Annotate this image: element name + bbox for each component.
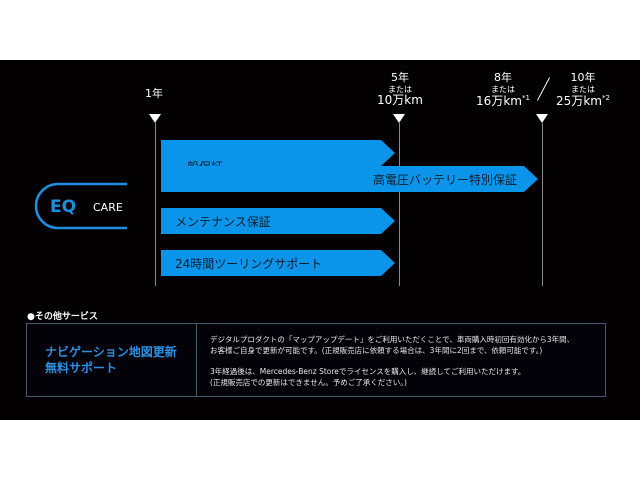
arrow-tip-icon	[524, 166, 538, 192]
bar-touring-support-label: 24時間ツーリングサポート	[175, 257, 323, 271]
arrow-tip-icon	[381, 208, 395, 234]
bar-maintenance-warranty: メンテナンス保証	[161, 208, 395, 234]
svg-text:EQ: EQ	[50, 197, 76, 217]
marker-1y-line	[155, 123, 156, 286]
nav-map-update-service: ナビゲーション地図更新 無料サポート	[45, 345, 177, 375]
marker-10y-label: 10年 または 25万km*2	[556, 71, 610, 108]
marker-1y-triangle-icon	[149, 114, 161, 123]
marker-5y-label: 5年 または 10万km	[377, 71, 423, 107]
other-services-box: ナビゲーション地図更新 無料サポート デジタルプロダクトの「マップアップデート」…	[26, 323, 606, 397]
eq-care-logo: EQ CARE	[33, 181, 127, 231]
bar-battery-warranty: 高電圧バッテリー特別保証	[161, 166, 538, 192]
bar-touring-support: 24時間ツーリングサポート	[161, 250, 395, 276]
separator-slash	[536, 77, 551, 101]
service-description: デジタルプロダクトの「マップアップデート」をご利用いただくことで、車両購入時初回…	[210, 335, 575, 387]
box-divider	[196, 324, 197, 396]
eq-logo-frame-icon: EQ CARE	[34, 182, 127, 230]
arrow-tip-icon	[381, 250, 395, 276]
svg-text:CARE: CARE	[93, 201, 123, 214]
marker-8y-line	[542, 123, 543, 286]
marker-8y-triangle-icon	[536, 114, 548, 123]
other-services-title: ●その他サービス	[27, 312, 98, 322]
bar-battery-warranty-label: 高電圧バッテリー特別保証	[373, 173, 518, 187]
eq-care-slide: EQ CARE 1年 5年 または 10万km 8年 または 16万km*1 1…	[0, 60, 640, 420]
marker-1y-label: 1年	[145, 87, 163, 100]
marker-5y-line	[399, 123, 400, 286]
marker-5y-triangle-icon	[393, 114, 405, 123]
bar-maintenance-warranty-label: メンテナンス保証	[175, 215, 271, 229]
marker-8y-label: 8年 または 16万km*1	[476, 71, 530, 108]
arrow-tip-icon	[381, 140, 395, 166]
